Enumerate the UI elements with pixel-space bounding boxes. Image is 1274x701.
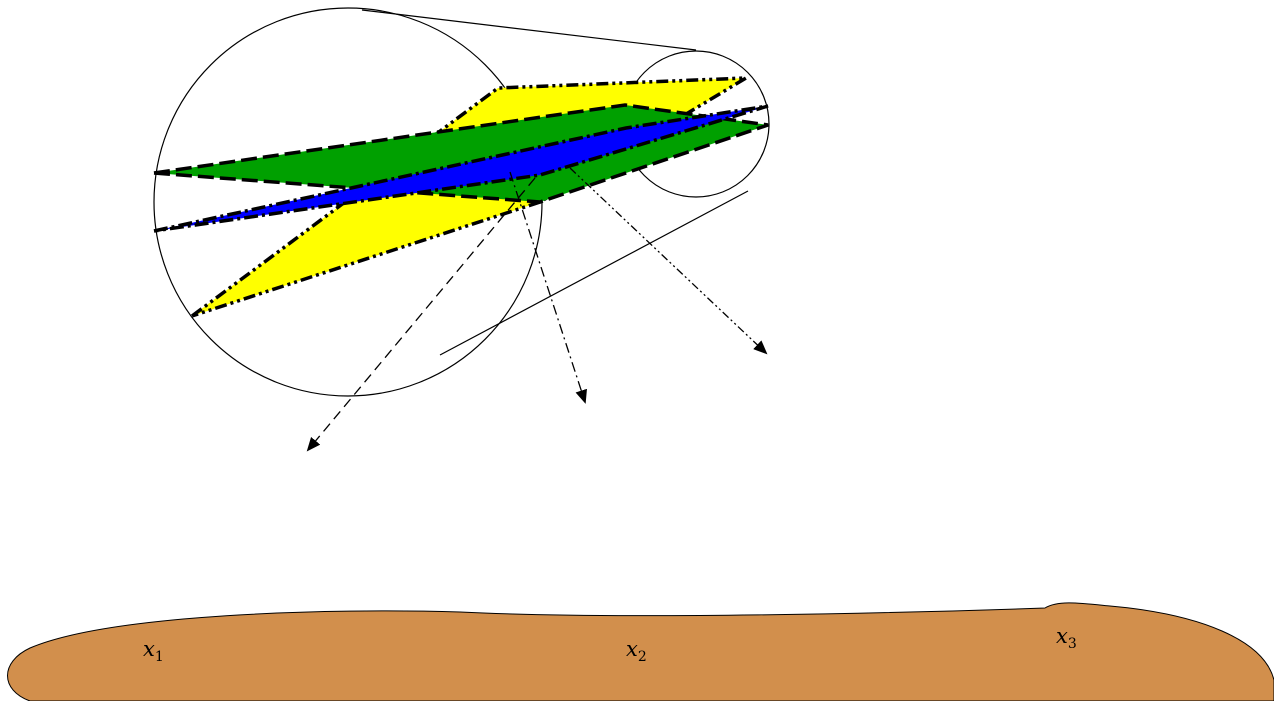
plane-green [153, 103, 769, 204]
label-x3: x3 [1056, 624, 1077, 652]
ray-arrow-dashdot [509, 171, 587, 404]
plane-blue [153, 104, 769, 233]
plane-green-fill [154, 105, 768, 202]
label-x2-sub: 2 [638, 649, 647, 665]
plane-blue-fill [154, 106, 768, 231]
plane-blue-edge [153, 104, 769, 233]
ray-arrow-dashdotdot [569, 167, 768, 355]
cylinder-bottom-edge [439, 190, 749, 356]
label-x2: x2 [626, 637, 647, 665]
label-x3-base: x [1056, 624, 1068, 648]
label-x1: x1 [143, 637, 164, 665]
cylinder-top-edge [361, 9, 697, 51]
ground-surface [7, 602, 1274, 701]
label-x2-base: x [626, 637, 638, 661]
plane-green-edge [153, 103, 769, 204]
label-x1-sub: 1 [155, 649, 164, 665]
ray-arrow-dashed [306, 177, 536, 452]
label-x3-sub: 3 [1068, 636, 1077, 652]
plane-yellow-edge [190, 76, 747, 318]
rays [306, 167, 768, 452]
label-x1-base: x [143, 637, 155, 661]
